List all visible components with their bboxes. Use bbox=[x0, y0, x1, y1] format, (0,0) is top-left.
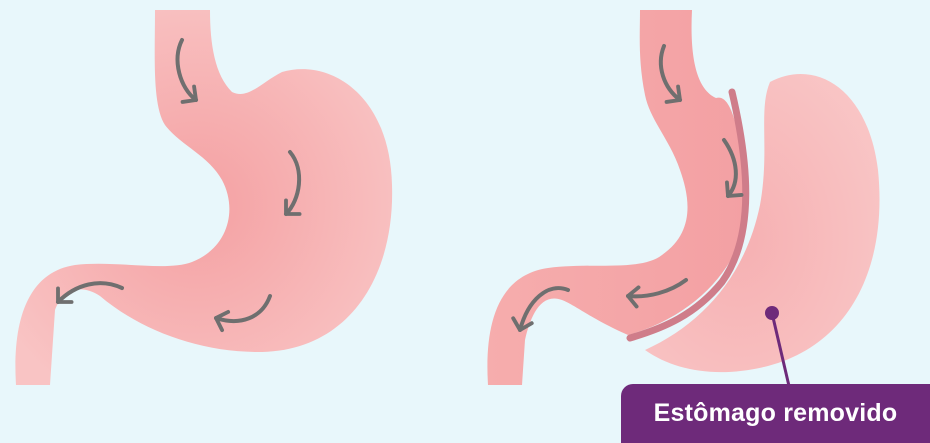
annotation-label: Estômago removido bbox=[621, 384, 930, 443]
sleeve-gastrectomy bbox=[487, 10, 879, 386]
dot-marker-icon bbox=[765, 306, 779, 320]
normal-stomach bbox=[15, 10, 392, 385]
annotation-label-text: Estômago removido bbox=[654, 399, 898, 428]
normal-stomach-body bbox=[15, 10, 392, 385]
